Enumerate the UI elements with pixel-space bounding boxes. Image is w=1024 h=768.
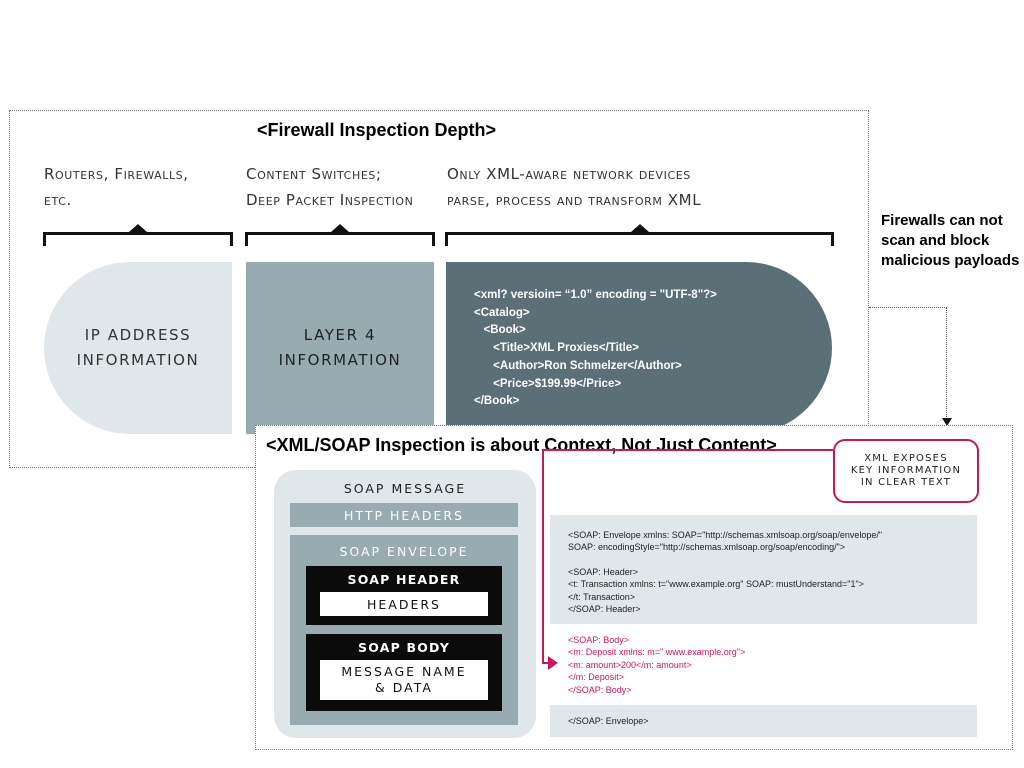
arrow-down-icon bbox=[942, 418, 952, 426]
headers-box: HEADERS bbox=[320, 592, 488, 616]
xml-aware-heading: Only XML-aware network devices parse, pr… bbox=[447, 161, 701, 213]
firewall-inspection-title: <Firewall Inspection Depth> bbox=[257, 120, 497, 140]
connector-horizontal bbox=[869, 307, 947, 308]
firewall-note: Firewalls can not scan and block malicio… bbox=[881, 212, 1020, 269]
content-switches-heading: Content Switches; Deep Packet Inspection bbox=[246, 161, 414, 213]
message-name-line2: & DATA bbox=[375, 680, 433, 695]
code-header: <SOAP: Header> <t: Transaction xmlns: t=… bbox=[568, 567, 864, 615]
ip-label-line2: INFORMATION bbox=[76, 351, 200, 369]
xml-code-sample: <xml? versioin= “1.0” encoding = "UTF-8"… bbox=[474, 289, 717, 408]
soap-header-label: SOAP HEADER bbox=[347, 572, 461, 587]
content-switches-heading-line1: Content Switches; bbox=[246, 165, 382, 183]
arrow-right-icon bbox=[548, 656, 558, 670]
content-switches-heading-line2: Deep Packet Inspection bbox=[246, 191, 414, 209]
xml-payload-block bbox=[446, 262, 832, 434]
xml-aware-heading-line2: parse, process and transform XML bbox=[447, 191, 702, 209]
code-envelope: <SOAP: Envelope xmlns: SOAP="http://sche… bbox=[568, 530, 883, 553]
http-headers-bar: HTTP HEADERS bbox=[290, 503, 518, 527]
ip-address-block: IP ADDRESS INFORMATION bbox=[44, 262, 232, 434]
soap-code-listing: <SOAP: Envelope xmlns: SOAP="http://sche… bbox=[550, 515, 977, 737]
bracket-ip bbox=[43, 224, 233, 246]
code-band-bottom bbox=[550, 705, 977, 737]
connector-vertical bbox=[946, 307, 947, 419]
xml-aware-heading-line1: Only XML-aware network devices bbox=[447, 165, 691, 183]
code-body: <SOAP: Body> <m: Deposit xmlns: m=" www.… bbox=[568, 635, 746, 695]
layer4-block: LAYER 4 INFORMATION bbox=[246, 262, 434, 434]
code-envelope-end: </SOAP: Envelope> bbox=[568, 716, 649, 726]
pointer-line bbox=[542, 449, 833, 664]
layer4-label-line2: INFORMATION bbox=[278, 351, 402, 369]
routers-heading: Routers, Firewalls, etc. bbox=[44, 161, 189, 213]
routers-heading-line1: Routers, Firewalls, bbox=[44, 165, 189, 183]
bracket-xml bbox=[445, 224, 834, 246]
code-band-top bbox=[550, 515, 977, 624]
soap-envelope-label: SOAP ENVELOPE bbox=[339, 544, 469, 559]
soap-message-label: SOAP MESSAGE bbox=[343, 481, 467, 496]
highlight-pointer bbox=[542, 449, 833, 670]
soap-body-label: SOAP BODY bbox=[358, 640, 450, 655]
layer4-label-line1: LAYER 4 bbox=[303, 326, 377, 344]
ip-label-line1: IP ADDRESS bbox=[84, 326, 192, 344]
clear-text-badge: XML EXPOSES KEY INFORMATION IN CLEAR TEX… bbox=[833, 439, 979, 503]
message-name-box: MESSAGE NAME & DATA bbox=[320, 660, 488, 700]
routers-heading-line2: etc. bbox=[44, 191, 72, 209]
message-name-line1: MESSAGE NAME bbox=[341, 664, 467, 679]
bracket-layer4 bbox=[245, 224, 435, 246]
